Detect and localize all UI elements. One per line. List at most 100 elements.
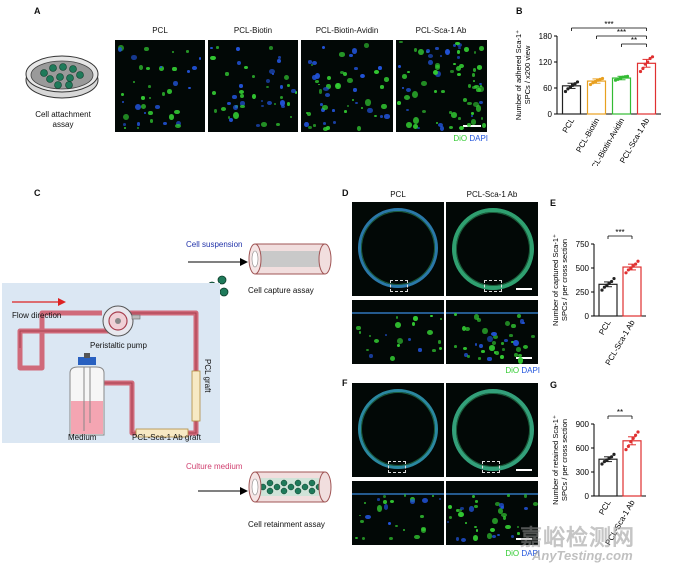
cell-nucleus [430, 315, 433, 318]
cell-nucleus [384, 334, 388, 337]
peristaltic-pump-label: Peristaltic pump [90, 341, 147, 350]
cell-nucleus [420, 527, 426, 534]
cell-nucleus [335, 83, 339, 88]
cell-nucleus [509, 334, 513, 337]
cell-retainment-assay-label: Cell retainment assay [248, 520, 325, 529]
cell-nucleus [462, 98, 467, 102]
cell-nucleus [210, 55, 216, 61]
bar-chart-b: Number of adhered Sca-1⁺SPCs / x200 view… [514, 20, 661, 166]
column-header-pcl-sca: PCL-Sca-1 Ab [415, 26, 467, 35]
cell-nucleus [454, 313, 457, 317]
panel-label-e: E [550, 198, 557, 208]
y-tick-label: 750 [576, 240, 590, 249]
stain-legend-a: DiO DAPI [440, 134, 488, 143]
cell-nucleus [232, 95, 237, 100]
cell-nucleus [517, 525, 520, 529]
cell-nucleus [517, 357, 524, 364]
cell-nucleus [374, 114, 378, 118]
cell-nucleus [161, 92, 166, 97]
cell-nucleus [395, 322, 402, 328]
cell-nucleus [439, 498, 442, 501]
stain-legend-d: DiO DAPI [494, 366, 540, 375]
cell-nucleus [482, 123, 487, 128]
cell-nucleus [265, 78, 270, 83]
cell-nucleus [455, 537, 460, 542]
significance-label: ** [617, 408, 623, 417]
cell-nucleus [140, 96, 145, 100]
pcl-sca-graft-label: PCL-Sca-1 Ab graft [132, 433, 201, 442]
stain-dapi: DAPI [521, 549, 540, 558]
data-point [602, 285, 606, 289]
y-axis-label-line: SPCs / per cross section [560, 239, 569, 321]
cross-section-f-pcl [352, 383, 444, 477]
bar-chart-g: Number of retained Sca-1⁺SPCs / per cros… [551, 408, 646, 547]
cell-nucleus [209, 46, 213, 50]
cell-nucleus [133, 81, 136, 83]
cell-nucleus [356, 125, 362, 131]
data-point [610, 455, 614, 459]
cell-nucleus [501, 341, 504, 345]
data-point [650, 55, 655, 59]
cell-nucleus [495, 501, 501, 506]
cell-nucleus [172, 66, 177, 72]
cell-nucleus [506, 494, 510, 497]
cell-nucleus [475, 529, 479, 532]
cell-nucleus [397, 101, 401, 106]
cell-nucleus [269, 68, 276, 74]
cell-nucleus [326, 126, 330, 131]
cell-nucleus [347, 105, 350, 108]
cell-nucleus [479, 82, 483, 86]
cell-nucleus [522, 344, 529, 350]
cell-nucleus [439, 317, 443, 321]
cell-nucleus [351, 47, 358, 54]
cell-nucleus [268, 46, 274, 51]
cell-nucleus [522, 322, 525, 325]
cell-nucleus [492, 517, 499, 525]
cell-nucleus [462, 346, 468, 351]
cell-attachment-caption: Cell attachment assay [18, 110, 108, 130]
graft-wall-band [446, 311, 538, 314]
cell-nucleus [446, 520, 449, 523]
cell-nucleus [458, 117, 461, 120]
y-axis-label-line: SPCs / x200 view [523, 45, 532, 104]
data-point [624, 271, 628, 275]
panel-label-c: C [34, 188, 41, 198]
cell-nucleus [449, 111, 452, 114]
data-point [629, 440, 633, 444]
cell-nucleus [323, 87, 329, 91]
data-point [646, 60, 650, 64]
cell-nucleus [379, 85, 385, 89]
cell-nucleus [445, 49, 451, 56]
stain-dio: DiO [453, 134, 468, 143]
cell-nucleus [255, 124, 260, 127]
cell-nucleus [389, 356, 395, 362]
cell-nucleus [399, 40, 403, 44]
panel-label-b: B [516, 6, 523, 16]
y-tick-label: 60 [543, 84, 552, 93]
cell-nucleus [171, 51, 174, 54]
cell-nucleus [413, 47, 418, 52]
cell-nucleus [213, 109, 218, 113]
cell-nucleus [455, 66, 462, 72]
cell-nucleus [339, 52, 345, 57]
caption-line-1: Cell attachment [35, 110, 91, 119]
data-point [605, 283, 609, 287]
cell-nucleus [428, 60, 433, 65]
cell-nucleus [491, 341, 496, 346]
cell-nucleus [143, 46, 149, 52]
cell-nucleus [532, 502, 538, 507]
cell-nucleus [387, 522, 391, 526]
cell-nucleus [327, 75, 332, 80]
cell-nucleus [412, 90, 419, 98]
data-point [636, 430, 640, 434]
significance-label: *** [604, 20, 613, 29]
cell-nucleus [467, 122, 471, 127]
cell-nucleus [401, 74, 408, 80]
cell-nucleus [314, 80, 319, 84]
cell-nucleus [277, 56, 281, 60]
cell-nucleus [435, 121, 438, 125]
cell-nucleus [390, 500, 395, 504]
micrograph-pcl-sca [396, 40, 487, 132]
scale-bar [516, 469, 532, 471]
data-point [596, 78, 600, 82]
